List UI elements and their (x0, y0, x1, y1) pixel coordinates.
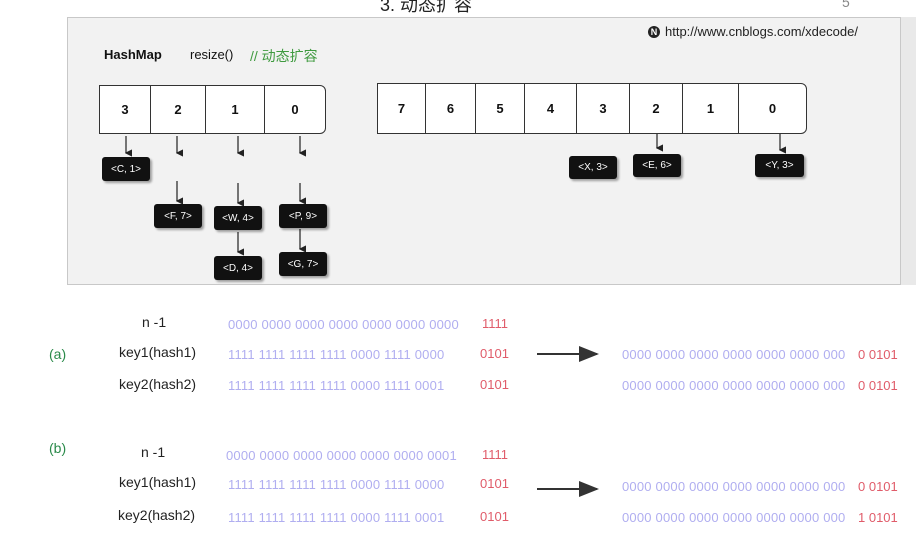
entry-node: <X, 3> (569, 156, 617, 179)
old-bucket-cell: 1 (206, 86, 265, 133)
row-label: key1(hash1) (119, 344, 197, 360)
result-low-bits: 0 0101 (858, 378, 898, 393)
entry-node: <P, 9> (279, 204, 327, 228)
source-url: N http://www.cnblogs.com/xdecode/ (648, 24, 858, 39)
row-bits: 0000 0000 0000 0000 0000 0000 0000 (228, 317, 459, 332)
row-label: key2(hash2) (118, 507, 196, 523)
result-bits: 0000 0000 0000 0000 0000 0000 000 (622, 479, 846, 494)
code-method-name: resize() (190, 47, 234, 62)
cnblogs-logo-icon: N (648, 25, 660, 38)
row-low-bits: 0101 (480, 377, 509, 392)
entry-node: <Y, 3> (755, 154, 804, 177)
new-bucket-array: 7 6 5 4 3 2 1 0 (377, 83, 807, 134)
new-bucket-cell: 4 (525, 84, 577, 133)
entry-node: <D, 4> (214, 256, 262, 280)
entry-node: <C, 1> (102, 157, 150, 181)
result-bits: 0000 0000 0000 0000 0000 0000 000 (622, 347, 846, 362)
new-bucket-cell: 7 (378, 84, 426, 133)
result-low-bits: 0 0101 (858, 347, 898, 362)
row-low-bits: 1111 (482, 316, 509, 331)
new-bucket-cell: 3 (577, 84, 630, 133)
old-bucket-array: 3 2 1 0 (99, 85, 326, 134)
old-bucket-cell: 2 (151, 86, 206, 133)
entry-node: <E, 6> (633, 154, 681, 177)
new-bucket-cell: 0 (768, 101, 777, 116)
new-bucket-cell: 2 (630, 84, 683, 133)
row-bits: 0000 0000 0000 0000 0000 0000 0001 (226, 448, 457, 463)
result-low-bits: 0 0101 (858, 479, 898, 494)
new-bucket-cell: 5 (476, 84, 525, 133)
new-bucket-cell: 6 (426, 84, 476, 133)
example-tag-a: (a) (49, 346, 67, 362)
row-bits: 1111 1111 1111 1111 0000 1111 0001 (228, 378, 445, 393)
slide-panel (67, 17, 901, 285)
right-margin-bar (901, 17, 916, 285)
result-bits: 0000 0000 0000 0000 0000 0000 000 (622, 510, 846, 525)
new-bucket-cell: 1 (683, 84, 739, 133)
row-label: key2(hash2) (119, 376, 197, 392)
slide-number: 5 (842, 0, 850, 10)
code-class-name: HashMap (104, 47, 162, 62)
code-comment: // 动态扩容 (250, 48, 318, 64)
row-label: key1(hash1) (119, 474, 197, 490)
row-low-bits: 1111 (482, 447, 509, 462)
row-bits: 1111 1111 1111 1111 0000 1111 0001 (228, 510, 445, 525)
old-bucket-cell: 0 (291, 102, 299, 117)
result-low-bits: 1 0101 (858, 510, 898, 525)
row-bits: 1111 1111 1111 1111 0000 1111 0000 (228, 347, 445, 362)
row-low-bits: 0101 (480, 346, 509, 361)
entry-node: <W, 4> (214, 206, 262, 230)
page-title: 3. 动态扩容 (380, 0, 473, 15)
row-bits: 1111 1111 1111 1111 0000 1111 0000 (228, 477, 445, 492)
row-label: n -1 (141, 444, 166, 460)
entry-node: <G, 7> (279, 252, 327, 276)
row-label: n -1 (142, 314, 167, 330)
example-tag-b: (b) (49, 440, 67, 456)
result-bits: 0000 0000 0000 0000 0000 0000 000 (622, 378, 846, 393)
entry-node: <F, 7> (154, 204, 202, 228)
row-low-bits: 0101 (480, 476, 509, 491)
source-url-text: http://www.cnblogs.com/xdecode/ (665, 24, 858, 39)
old-bucket-cell: 3 (100, 86, 151, 133)
row-low-bits: 0101 (480, 509, 509, 524)
